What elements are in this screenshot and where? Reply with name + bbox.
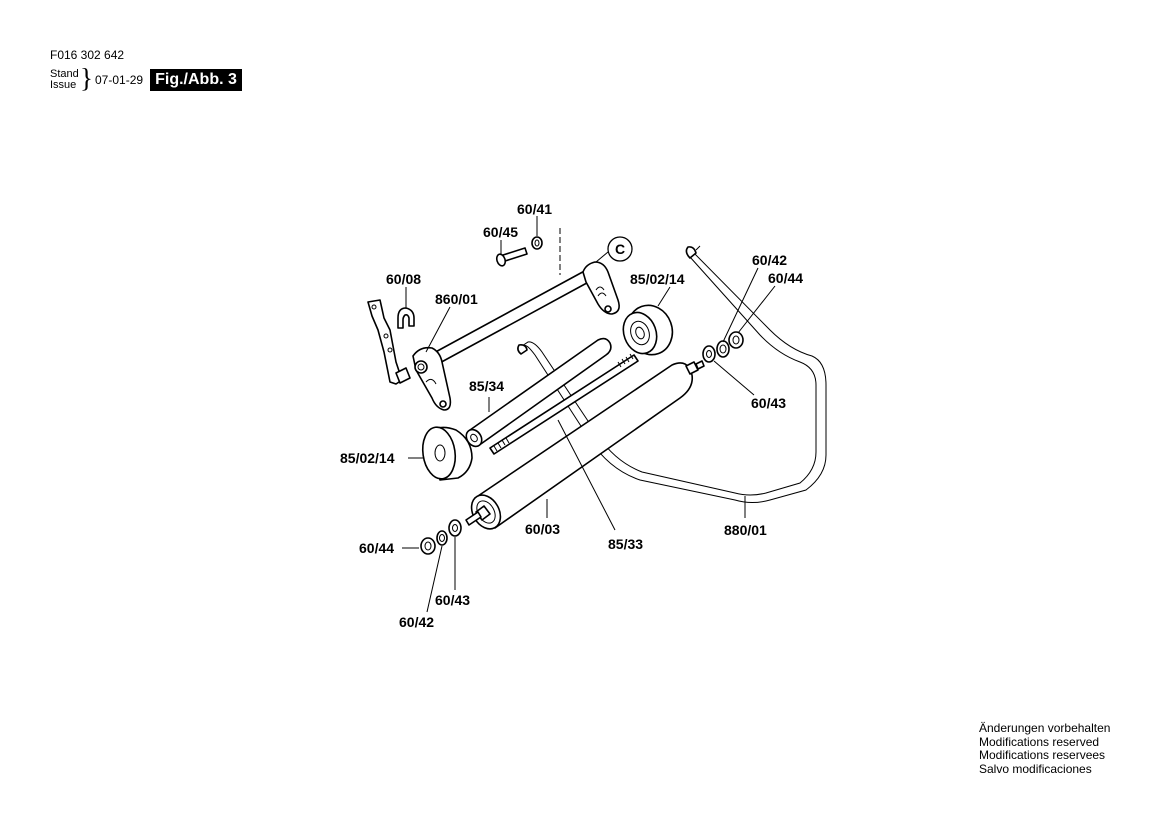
note-german: Änderungen vorbehalten: [979, 721, 1111, 735]
note-spanish: Salvo modificaciones: [979, 761, 1092, 776]
label-60-44-top: 60/44: [768, 270, 803, 286]
callout-c-marker: C: [595, 236, 633, 263]
label-60-03: 60/03: [525, 521, 560, 537]
tube-85-34: [465, 337, 612, 448]
label-60-43-bottom: 60/43: [435, 592, 470, 608]
brace-glyph: }: [80, 63, 93, 93]
washer-60-43-right: [702, 345, 716, 363]
document-number: F016 302 642: [50, 48, 125, 62]
label-60-08: 60/08: [386, 271, 421, 287]
note-french: Modifications reservees: [979, 748, 1106, 762]
label-85-02-14-top: 85/02/14: [630, 271, 685, 287]
wheel-85-02-14-top: [622, 304, 674, 356]
svg-text:C: C: [615, 241, 625, 257]
issue-label: Issue: [50, 79, 77, 91]
figure-label: Fig./Abb. 3: [150, 69, 242, 91]
label-60-44-bottom: 60/44: [359, 540, 394, 556]
label-85-02-14-left: 85/02/14: [340, 450, 395, 466]
bolt-60-45: [495, 247, 528, 267]
label-60-45: 60/45: [483, 224, 518, 240]
clip-60-08: [397, 307, 415, 329]
washer-60-41: [531, 236, 543, 250]
label-860-01: 860/01: [435, 291, 478, 307]
shaft-assembly-860-01: [367, 261, 620, 411]
stand-label: Stand: [50, 68, 79, 80]
note-english: Modifications reserved: [979, 734, 1100, 749]
label-60-42-top: 60/42: [752, 252, 787, 268]
label-60-43-top: 60/43: [751, 395, 786, 411]
wheel-85-02-14-left: [421, 426, 473, 481]
roller-60-03: [465, 360, 705, 530]
nut-60-44-left: [420, 537, 436, 555]
lock-washer-60-42-right: [716, 340, 730, 358]
label-85-34: 85/34: [469, 378, 504, 394]
label-60-41: 60/41: [517, 201, 552, 217]
washer-60-43-left: [448, 519, 462, 537]
label-85-33: 85/33: [608, 536, 643, 552]
nut-60-44-right: [728, 331, 744, 349]
leader-lines: [402, 216, 776, 613]
issue-date: 07-01-29: [95, 73, 144, 87]
footer-notes: Änderungen vorbehalten Modifications res…: [979, 721, 1111, 776]
label-880-01: 880/01: [724, 522, 767, 538]
lock-washer-60-42-left: [436, 530, 448, 546]
threaded-rod-85-33: [489, 353, 639, 455]
label-60-42-bottom: 60/42: [399, 614, 434, 630]
